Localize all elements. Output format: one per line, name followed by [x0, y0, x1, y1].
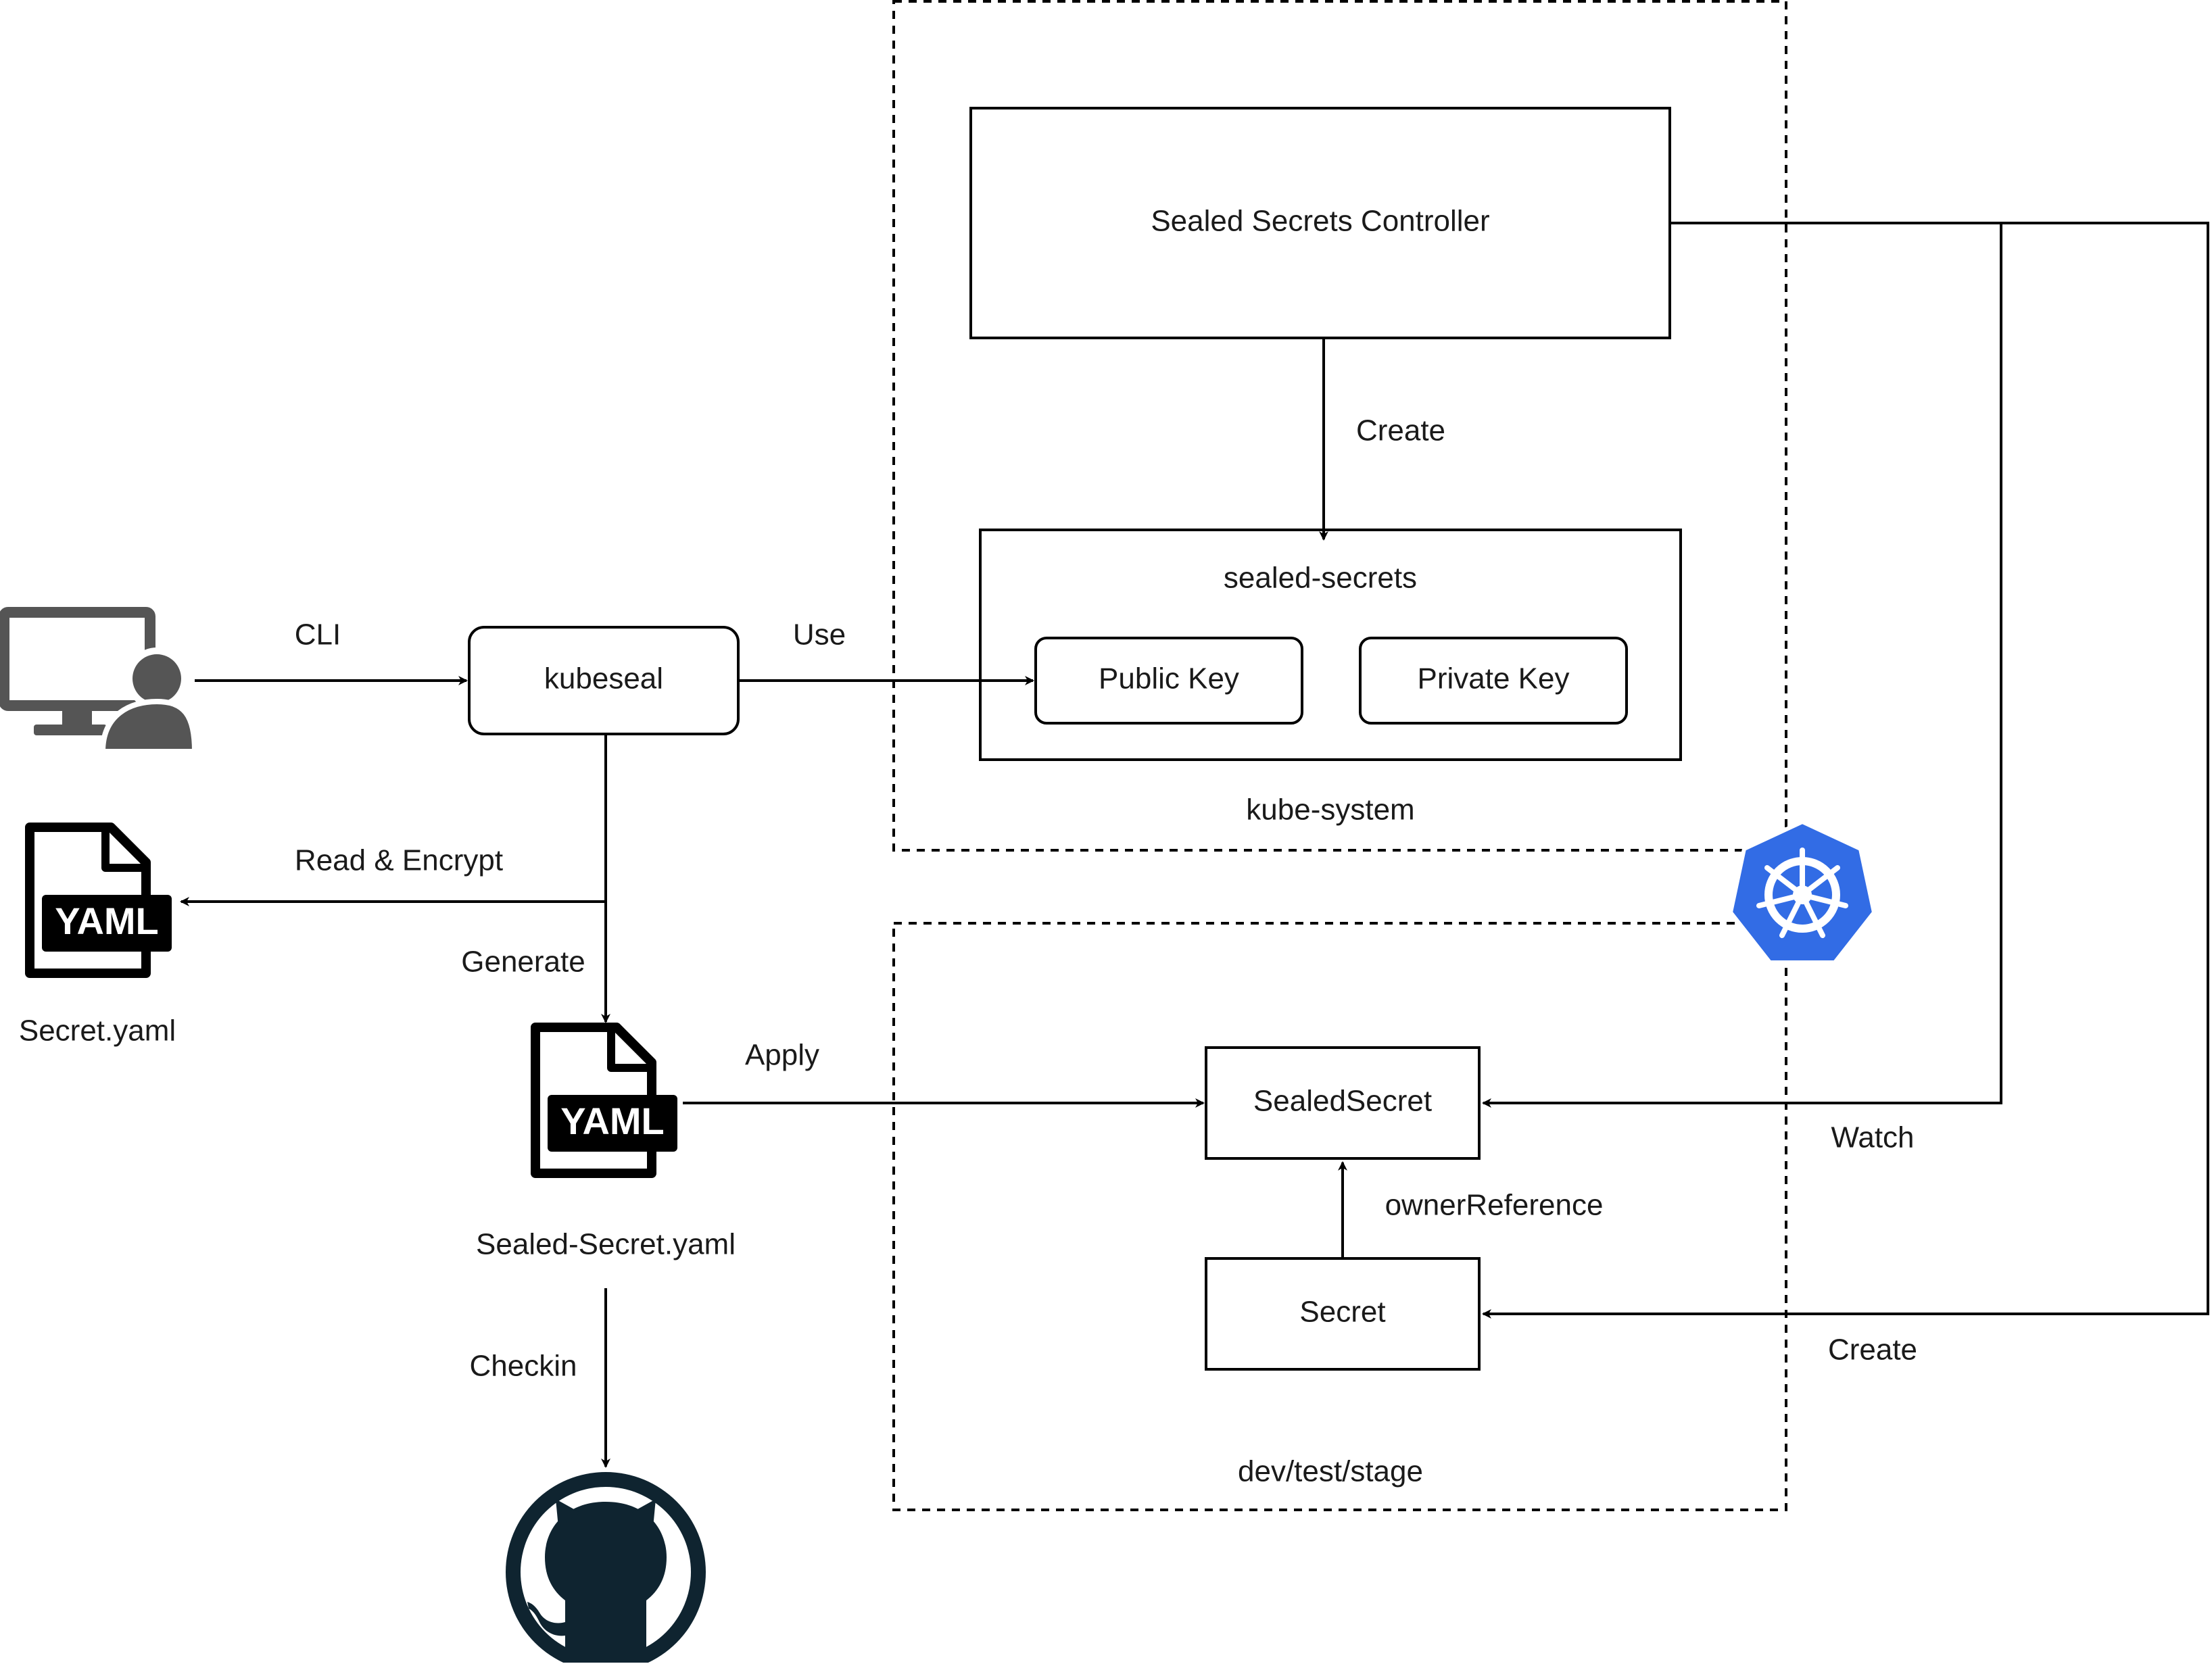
sealed-secret-yaml-label: Sealed-Secret.yaml — [476, 1228, 736, 1261]
yaml-badge-label: YAML — [560, 1100, 665, 1142]
sealed-secret-box — [1205, 1046, 1481, 1160]
dev-test-stage-namespace — [892, 922, 1787, 1511]
edge-generate-label: Generate — [461, 946, 585, 979]
edge-checkin-label: Checkin — [470, 1350, 577, 1383]
edge-apply-label: Apply — [745, 1039, 819, 1072]
edge-create-secret — [1482, 222, 2209, 1319]
edge-watch-label: Watch — [1831, 1121, 1914, 1154]
edge-watch — [1482, 222, 2002, 1108]
edge-use-label: Use — [793, 618, 846, 652]
public-key-label: Public Key — [1099, 662, 1239, 695]
sealed-secrets-group-label: sealed-secrets — [1224, 562, 1417, 595]
edge-owner-reference-label: ownerReference — [1385, 1189, 1604, 1222]
secret-label: Secret — [1299, 1296, 1385, 1329]
yaml-badge-label: YAML — [55, 900, 159, 942]
sealed-secret-label: SealedSecret — [1253, 1085, 1432, 1118]
github-icon — [506, 1472, 706, 1666]
private-key-label: Private Key — [1418, 662, 1570, 695]
yaml-file-icon: YAML — [25, 823, 172, 978]
kube-system-namespace — [892, 0, 1787, 852]
user-at-computer-icon — [0, 607, 198, 754]
edge-create-secret-label: Create — [1828, 1333, 1917, 1367]
kubernetes-icon — [1728, 819, 1877, 964]
secret-yaml-label: Secret.yaml — [19, 1014, 176, 1048]
dev-test-stage-label: dev/test/stage — [1238, 1455, 1423, 1488]
yaml-file-icon: YAML — [531, 1023, 677, 1178]
private-key-box — [1359, 637, 1628, 725]
sealed-secrets-controller-label: Sealed Secrets Controller — [1151, 205, 1489, 238]
kubeseal-label: kubeseal — [544, 662, 663, 695]
edge-cli-label: CLI — [295, 618, 341, 652]
secret-box — [1205, 1257, 1481, 1371]
edge-create-keys-label: Create — [1356, 414, 1445, 447]
public-key-box — [1034, 637, 1303, 725]
sealed-secrets-controller-box — [969, 107, 1671, 339]
kube-system-label: kube-system — [1246, 793, 1414, 827]
edge-read-encrypt-label: Read & Encrypt — [295, 844, 503, 877]
